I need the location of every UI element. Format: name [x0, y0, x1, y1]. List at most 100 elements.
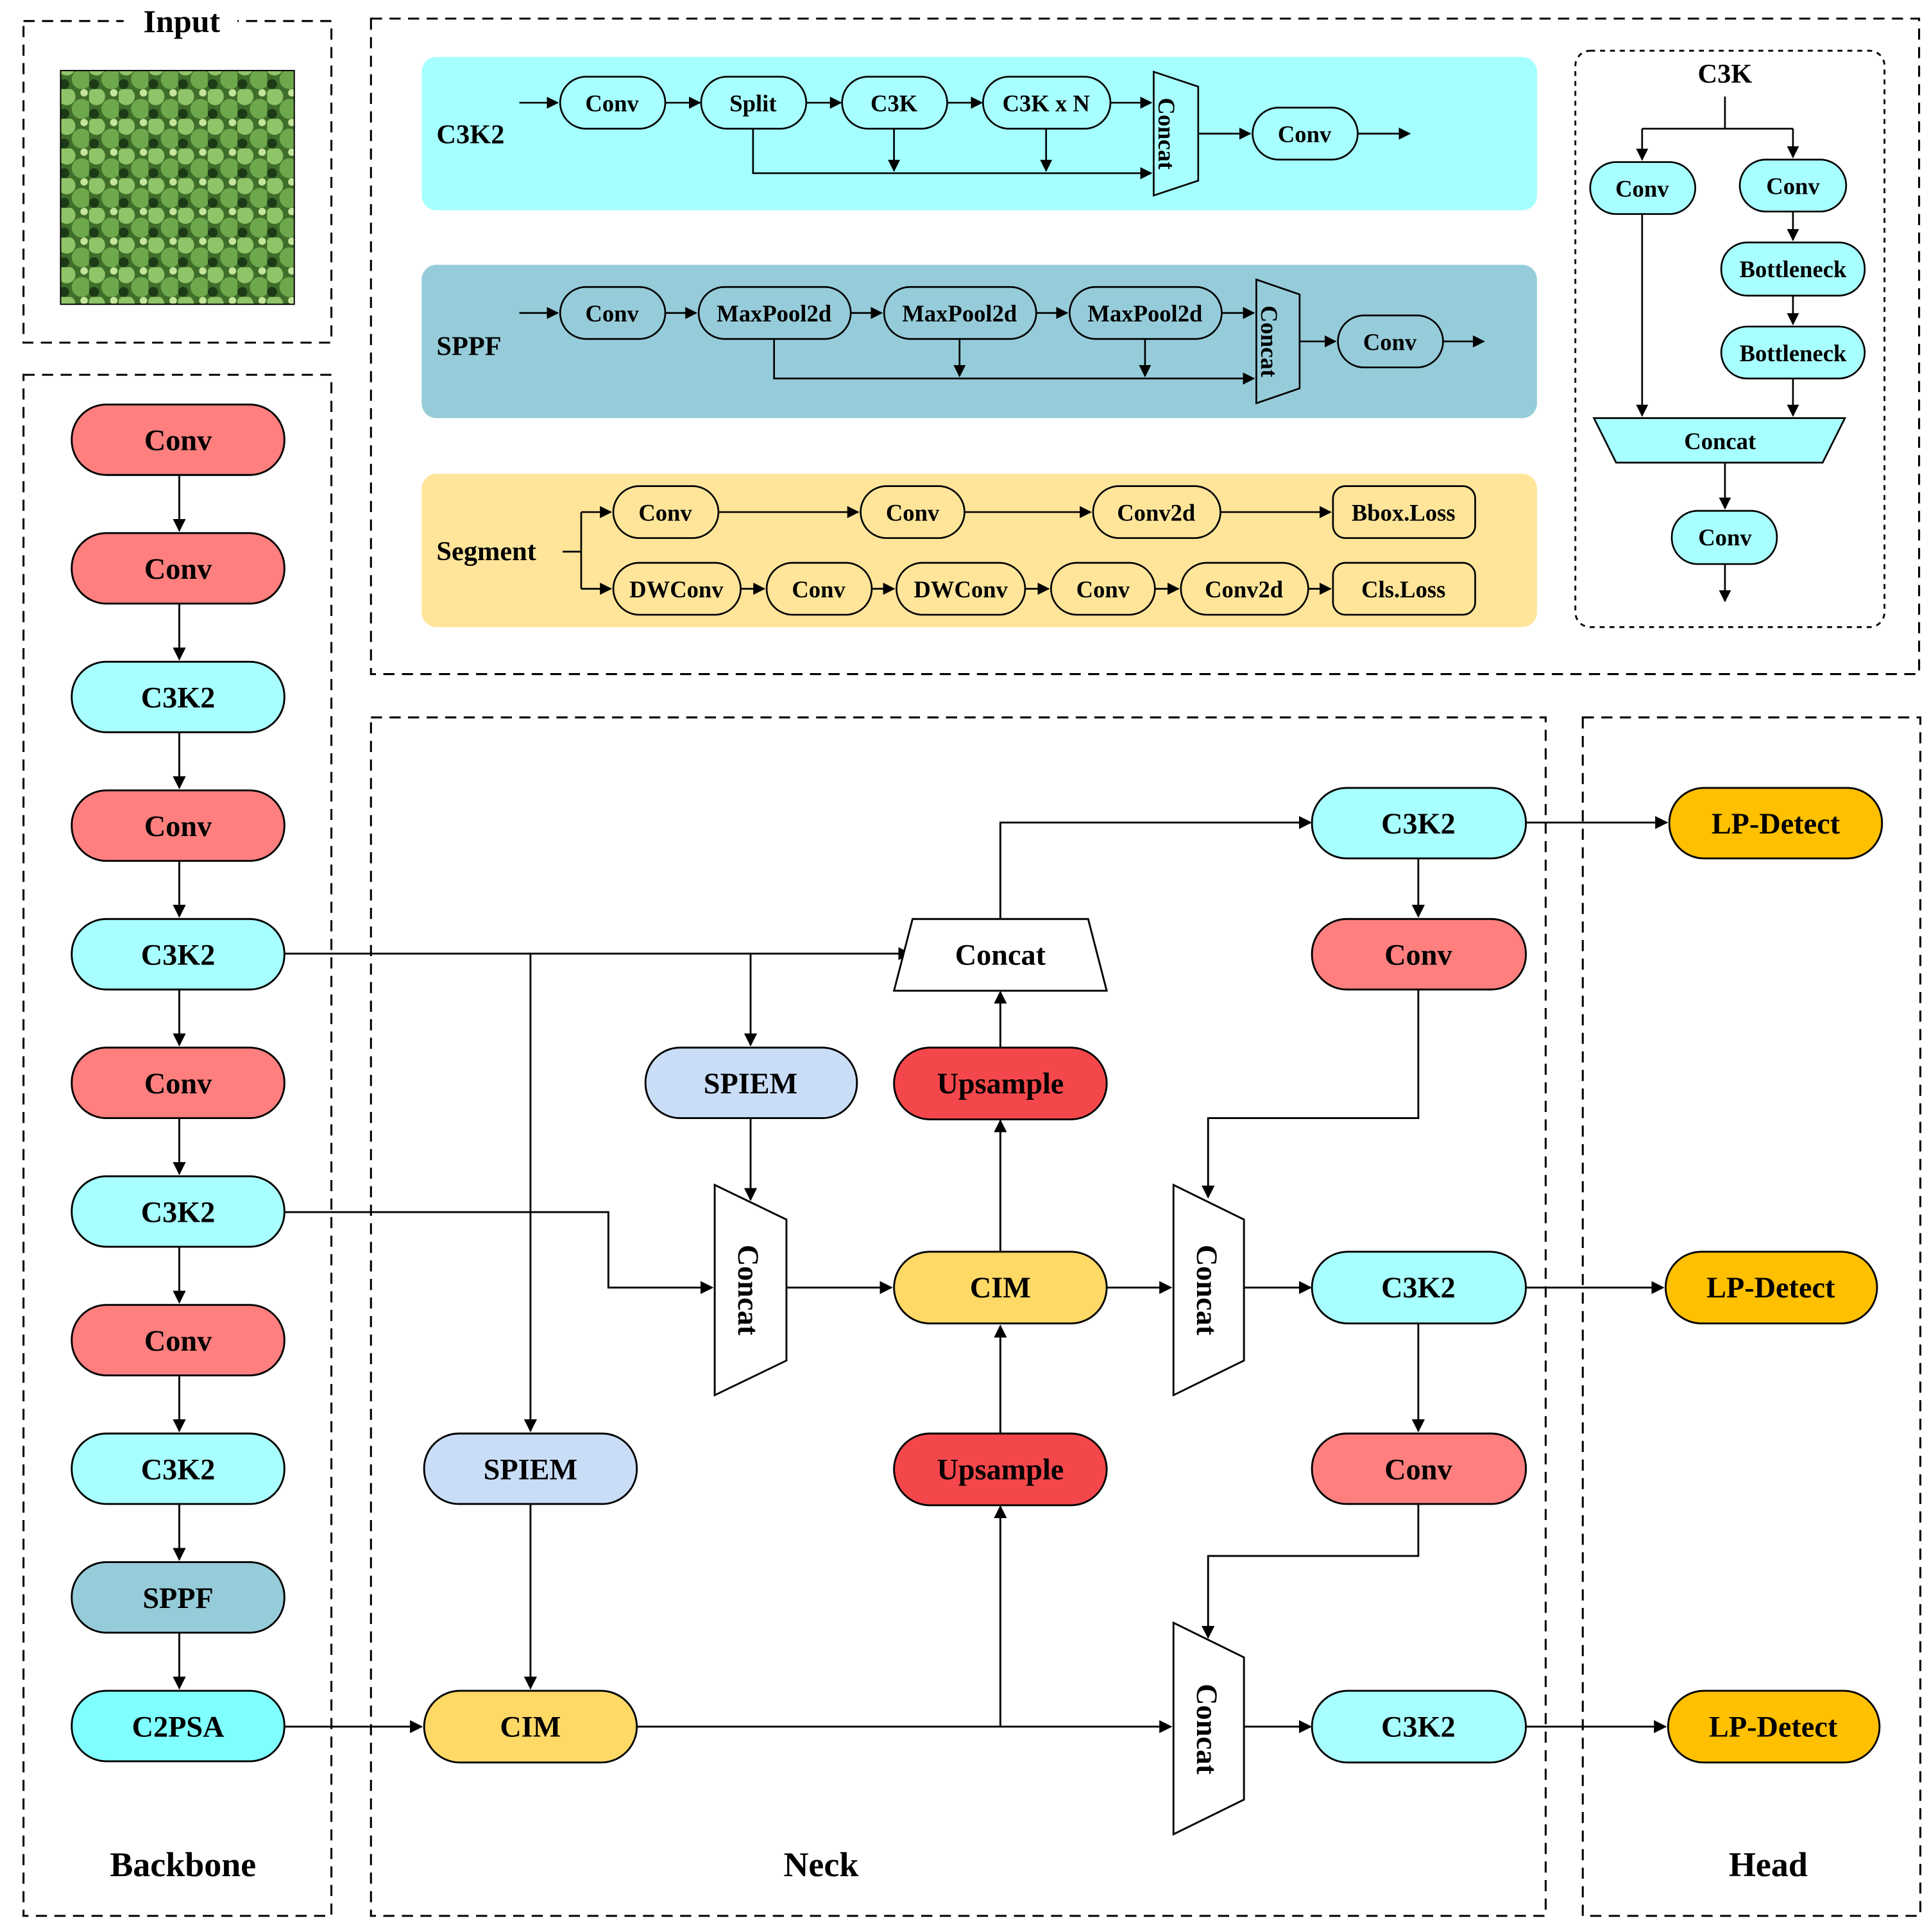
svg-text:SPPF: SPPF: [142, 1582, 213, 1615]
backbone-node-c3k2-1: C3K2: [71, 660, 285, 733]
svg-text:C3K2: C3K2: [1381, 808, 1456, 841]
svg-text:C3K2: C3K2: [1381, 1272, 1456, 1304]
svg-text:Concat: Concat: [1190, 1245, 1223, 1336]
neck-c3k2-mid: C3K2: [1311, 1251, 1527, 1325]
svg-text:MaxPool2d: MaxPool2d: [1087, 300, 1202, 327]
svg-text:Conv: Conv: [792, 576, 846, 603]
svg-text:Conv: Conv: [886, 500, 940, 526]
svg-text:Conv: Conv: [1384, 1453, 1452, 1486]
svg-text:Conv2d: Conv2d: [1205, 576, 1283, 603]
svg-text:Conv: Conv: [1076, 576, 1130, 603]
svg-text:Conv: Conv: [585, 90, 639, 117]
svg-text:Conv: Conv: [1384, 939, 1452, 972]
svg-text:Conv: Conv: [1363, 329, 1417, 355]
svg-text:Conv: Conv: [1698, 524, 1752, 551]
head-label: Head: [1729, 1845, 1808, 1884]
head-lp-detect-1: LP-Detect: [1668, 787, 1883, 860]
svg-text:Conv: Conv: [144, 810, 212, 843]
svg-text:SPIEM: SPIEM: [484, 1453, 577, 1486]
svg-text:Conv: Conv: [144, 1325, 212, 1358]
svg-text:Concat: Concat: [1684, 428, 1756, 454]
svg-text:Upsample: Upsample: [937, 1453, 1064, 1486]
c3k-panel: [1574, 49, 1886, 628]
svg-text:MaxPool2d: MaxPool2d: [717, 300, 831, 327]
head-lp-detect-3: LP-Detect: [1667, 1689, 1881, 1764]
svg-text:Concat: Concat: [1190, 1684, 1223, 1775]
legend-frame: [370, 17, 1921, 676]
svg-text:DWConv: DWConv: [914, 576, 1008, 603]
neck-cim-mid: CIM: [893, 1251, 1108, 1325]
neck-frame: [370, 716, 1547, 1917]
input-image: [60, 69, 295, 305]
backbone-node-c2psa: C2PSA: [71, 1689, 285, 1763]
svg-text:Conv: Conv: [638, 500, 692, 526]
backbone-node-conv-4: Conv: [71, 1047, 285, 1120]
svg-text:C3K: C3K: [871, 90, 918, 117]
backbone-node-c3k2-3: C3K2: [71, 1175, 285, 1248]
svg-text:Cls.Loss: Cls.Loss: [1361, 576, 1445, 603]
backbone-node-c3k2-4: C3K2: [71, 1432, 285, 1505]
neck-cim-bottom: CIM: [423, 1689, 638, 1764]
neck-upsample-top: Upsample: [893, 1047, 1108, 1120]
neck-connectors: [284, 816, 1669, 1734]
svg-text:C3K x N: C3K x N: [1003, 90, 1090, 117]
backbone-node-sppf: SPPF: [71, 1561, 285, 1634]
svg-text:Bbox.Loss: Bbox.Loss: [1352, 500, 1456, 526]
svg-text:MaxPool2d: MaxPool2d: [902, 300, 1017, 327]
backbone-node-c3k2-2: C3K2: [71, 918, 285, 991]
neck-spiem-top: SPIEM: [644, 1047, 858, 1120]
svg-text:C3K2: C3K2: [141, 1197, 216, 1229]
backbone-frame: [22, 373, 333, 1917]
svg-text:LP-Detect: LP-Detect: [1706, 1272, 1835, 1304]
neck-spiem-bottom: SPIEM: [423, 1432, 638, 1505]
svg-text:Bottleneck: Bottleneck: [1740, 340, 1847, 366]
neck-conv-top: Conv: [1311, 918, 1527, 991]
svg-text:C3K: C3K: [1698, 59, 1753, 89]
svg-text:Conv: Conv: [1615, 176, 1669, 202]
svg-text:Conv: Conv: [144, 1068, 212, 1100]
svg-text:Conv: Conv: [144, 425, 212, 457]
svg-text:Conv: Conv: [585, 300, 639, 327]
svg-text:SPIEM: SPIEM: [704, 1068, 797, 1100]
neck-concat-right-2: Concat: [1172, 1621, 1245, 1836]
neck-concat-mid: Concat: [713, 1183, 788, 1397]
svg-text:Conv: Conv: [1766, 173, 1820, 200]
backbone-node-conv-2: Conv: [71, 532, 285, 605]
neck-upsample-bottom: Upsample: [893, 1432, 1108, 1507]
head-frame: [1581, 716, 1922, 1917]
sppf-legend: SPPF Conv MaxPool2d MaxPool2d MaxPool2d …: [436, 278, 1485, 405]
svg-text:Concat: Concat: [1256, 305, 1282, 378]
svg-text:Upsample: Upsample: [937, 1068, 1064, 1100]
svg-text:C3K2: C3K2: [436, 120, 504, 150]
neck-concat-right-1: Concat: [1172, 1183, 1245, 1397]
svg-text:CIM: CIM: [970, 1272, 1031, 1304]
c3k-legend: C3K Conv Conv Bottleneck Bottleneck Conc…: [1589, 59, 1866, 603]
neck-concat-top: Concat: [892, 918, 1109, 992]
backbone-node-conv-3: Conv: [71, 789, 285, 862]
svg-text:Conv: Conv: [1278, 121, 1332, 148]
svg-text:Bottleneck: Bottleneck: [1740, 256, 1847, 282]
svg-text:C3K2: C3K2: [141, 1453, 216, 1486]
svg-text:DWConv: DWConv: [629, 576, 724, 603]
svg-text:Concat: Concat: [731, 1245, 764, 1336]
c3k2-legend: C3K2 Conv Split C3K C3K x N Concat Conv: [436, 70, 1411, 197]
svg-text:Concat: Concat: [955, 939, 1046, 972]
svg-text:Split: Split: [729, 90, 777, 117]
neck-c3k2-bottom: C3K2: [1311, 1689, 1527, 1764]
svg-text:C3K2: C3K2: [141, 682, 216, 715]
head-lp-detect-2: LP-Detect: [1664, 1251, 1878, 1325]
svg-text:C2PSA: C2PSA: [132, 1711, 225, 1743]
neck-conv-mid: Conv: [1311, 1432, 1527, 1505]
backbone-node-conv-5: Conv: [71, 1304, 285, 1376]
svg-text:LP-Detect: LP-Detect: [1712, 808, 1840, 841]
svg-text:Conv: Conv: [144, 553, 212, 586]
neck-c3k2-top: C3K2: [1311, 787, 1527, 860]
segment-legend: Segment Conv Conv Conv2d Bbox.Loss DWCon…: [436, 485, 1476, 616]
svg-text:SPPF: SPPF: [436, 331, 501, 361]
svg-text:CIM: CIM: [500, 1711, 561, 1743]
c3k2-panel: [421, 56, 1537, 210]
svg-text:C3K2: C3K2: [141, 939, 216, 972]
svg-text:Concat: Concat: [1153, 98, 1180, 170]
neck-label: Neck: [783, 1845, 858, 1884]
backbone-node-conv-1: Conv: [71, 403, 285, 476]
